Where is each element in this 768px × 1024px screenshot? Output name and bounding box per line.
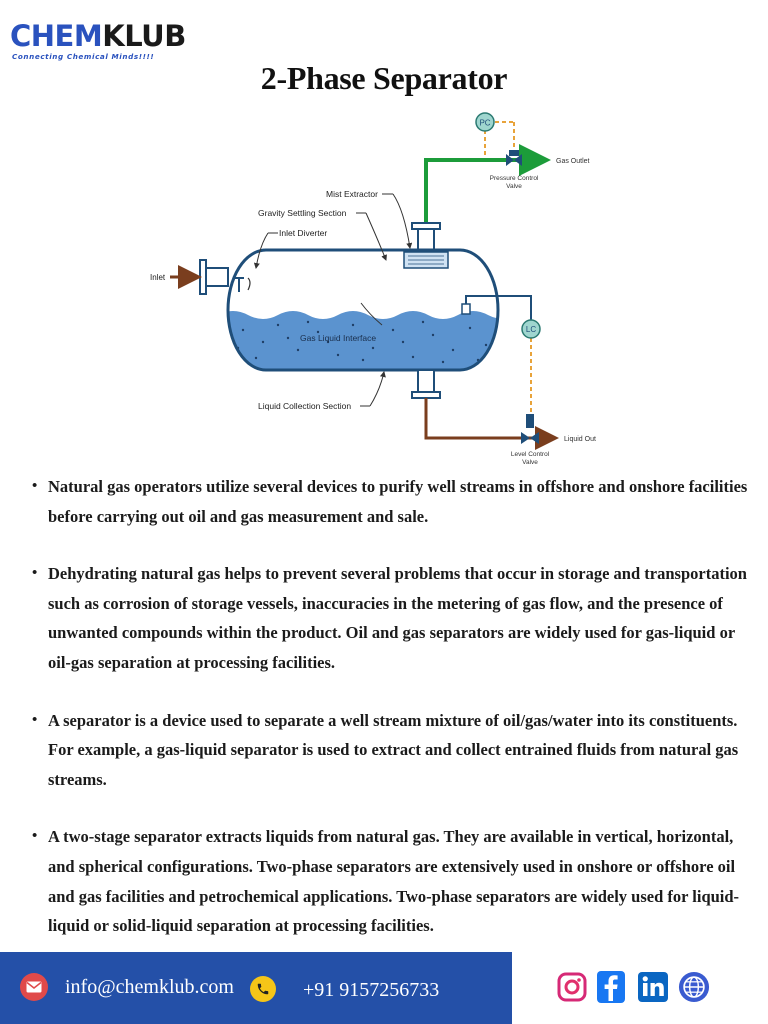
mail-icon[interactable]: [20, 973, 48, 1001]
lc-label: LC: [526, 325, 536, 334]
inlet-nozzle: [205, 267, 229, 287]
gas-liquid-interface-label: Gas Liquid Interface: [300, 333, 376, 343]
email-link[interactable]: info@chemklub.com: [65, 976, 234, 998]
bullet-item: A two-stage separator extracts liquids f…: [30, 822, 750, 940]
separator-vessel: [226, 248, 500, 372]
bottom-nozzle-flange: [411, 391, 441, 399]
pcv-label-2: Valve: [506, 183, 522, 190]
gas-outlet-label: Gas Outlet: [556, 158, 590, 165]
inlet-diverter: [234, 277, 244, 292]
pcv-label-1: Pressure Control: [490, 175, 539, 182]
level-control-valve: [521, 414, 539, 444]
bottom-nozzle: [417, 369, 435, 393]
pressure-control-valve: [506, 150, 522, 166]
liquid-out-label: Liquid Out: [564, 436, 596, 443]
level-controller: [521, 319, 541, 339]
interface-callout: [360, 302, 383, 326]
gravity-settling-label: Gravity Settling Section: [258, 208, 347, 218]
phone-link[interactable]: +91 9157256733: [303, 979, 440, 1001]
top-nozzle: [417, 228, 435, 251]
pressure-controller: [475, 112, 495, 132]
lcv-label-1: Level Control: [511, 451, 550, 458]
inlet-label: Inlet: [150, 273, 166, 282]
page-title: 2-Phase Separator: [260, 60, 508, 96]
brand-tagline: Connecting Chemical Minds!!!!: [12, 52, 155, 61]
lcv-label-2: Valve: [522, 459, 538, 466]
diverter-callout: [253, 232, 269, 269]
separator-diagram: PC Gas Outlet Pressure Control Valve Inl…: [150, 112, 596, 466]
bullet-item: Natural gas operators utilize several de…: [30, 472, 750, 531]
inlet-diverter-label: Inlet Diverter: [279, 228, 327, 238]
linkedin-icon[interactable]: [637, 969, 669, 1005]
pc-label: PC: [479, 119, 490, 128]
globe-icon[interactable]: [678, 969, 710, 1005]
inlet-flow-curve: [247, 277, 251, 291]
level-sensor-line: [465, 295, 532, 320]
bullet-item: Dehydrating natural gas helps to prevent…: [30, 559, 750, 677]
phone-icon[interactable]: [250, 976, 276, 1002]
facebook-icon[interactable]: [595, 969, 627, 1005]
gas-outlet-line: [424, 144, 551, 223]
collection-callout: [369, 371, 386, 407]
level-sensor: [461, 303, 471, 315]
mist-extractor-label: Mist Extractor: [326, 189, 378, 199]
instagram-icon[interactable]: [556, 969, 588, 1005]
brand-name: CHEMKLUB: [10, 19, 186, 53]
mist-callout: [392, 193, 413, 249]
brand-logo: CHEMKLUB Connecting Chemical Minds!!!!: [10, 19, 186, 61]
bullet-item: A separator is a device used to separate…: [30, 706, 750, 795]
bullet-list: Natural gas operators utilize several de…: [30, 472, 750, 969]
liquid-outlet-line: [424, 398, 559, 450]
mist-extractor-mesh: [408, 255, 444, 265]
liquid-collection-label: Liquid Collection Section: [258, 401, 351, 411]
gravity-callout: [365, 212, 387, 261]
